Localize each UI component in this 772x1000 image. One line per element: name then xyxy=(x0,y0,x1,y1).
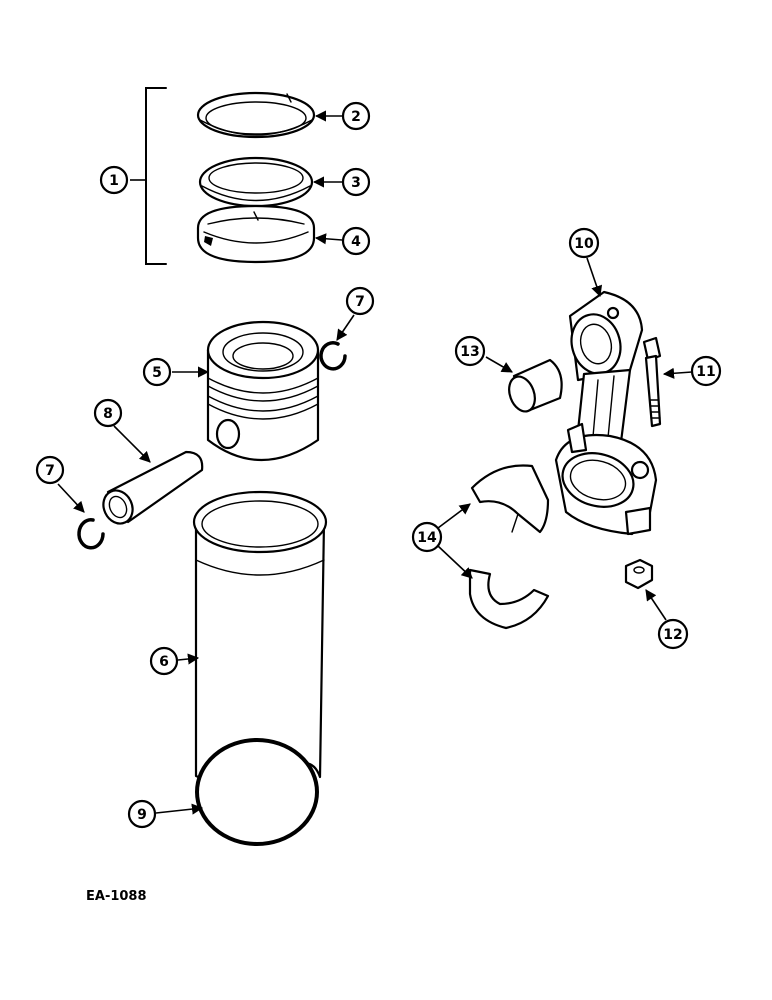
callout-11: 11 xyxy=(690,355,722,387)
svg-text:1: 1 xyxy=(109,173,119,189)
snap-ring-right xyxy=(319,341,347,371)
svg-text:6: 6 xyxy=(159,654,169,670)
svg-text:14: 14 xyxy=(417,530,437,546)
svg-text:9: 9 xyxy=(137,807,147,823)
svg-text:7: 7 xyxy=(355,294,365,310)
snap-ring-left xyxy=(77,518,105,550)
callout-4: 4 xyxy=(341,226,371,256)
drawing-code: EA-1088 xyxy=(86,889,147,904)
callout-1: 1 xyxy=(99,165,129,195)
bearing-shell-upper xyxy=(470,464,550,534)
callout-5: 5 xyxy=(142,357,172,387)
svg-text:8: 8 xyxy=(103,406,113,422)
svg-text:11: 11 xyxy=(696,364,715,380)
callout-7-right: 7 xyxy=(345,286,375,316)
leader-lines xyxy=(57,110,693,815)
callout-7-left: 7 xyxy=(35,455,65,485)
connecting-rod xyxy=(554,290,658,536)
svg-text:13: 13 xyxy=(460,344,479,360)
oil-control-ring xyxy=(196,204,316,264)
callout-14: 14 xyxy=(411,521,443,553)
callout-9: 9 xyxy=(127,799,157,829)
svg-text:7: 7 xyxy=(45,463,55,479)
callout-6: 6 xyxy=(149,646,179,676)
callout-12: 12 xyxy=(657,618,689,650)
svg-text:12: 12 xyxy=(663,627,682,643)
piston-ring-middle xyxy=(198,156,314,208)
callout-3: 3 xyxy=(341,167,371,197)
small-end-bushing xyxy=(508,358,563,413)
callout-8: 8 xyxy=(93,398,123,428)
callout-2: 2 xyxy=(341,101,371,131)
callout-13: 13 xyxy=(454,335,486,367)
rod-bolt xyxy=(642,336,662,428)
piston xyxy=(206,320,320,462)
svg-text:3: 3 xyxy=(351,175,361,191)
rod-nut xyxy=(624,558,654,590)
svg-text:4: 4 xyxy=(351,234,361,250)
bearing-shell-lower xyxy=(468,568,550,630)
callout-10: 10 xyxy=(568,227,600,259)
svg-text:10: 10 xyxy=(574,236,594,252)
piston-ring-top xyxy=(196,91,316,139)
ring-set-bracket xyxy=(130,87,167,265)
svg-text:2: 2 xyxy=(351,109,361,125)
liner-o-ring xyxy=(195,738,319,846)
svg-text:5: 5 xyxy=(152,365,162,381)
piston-pin xyxy=(102,450,204,525)
